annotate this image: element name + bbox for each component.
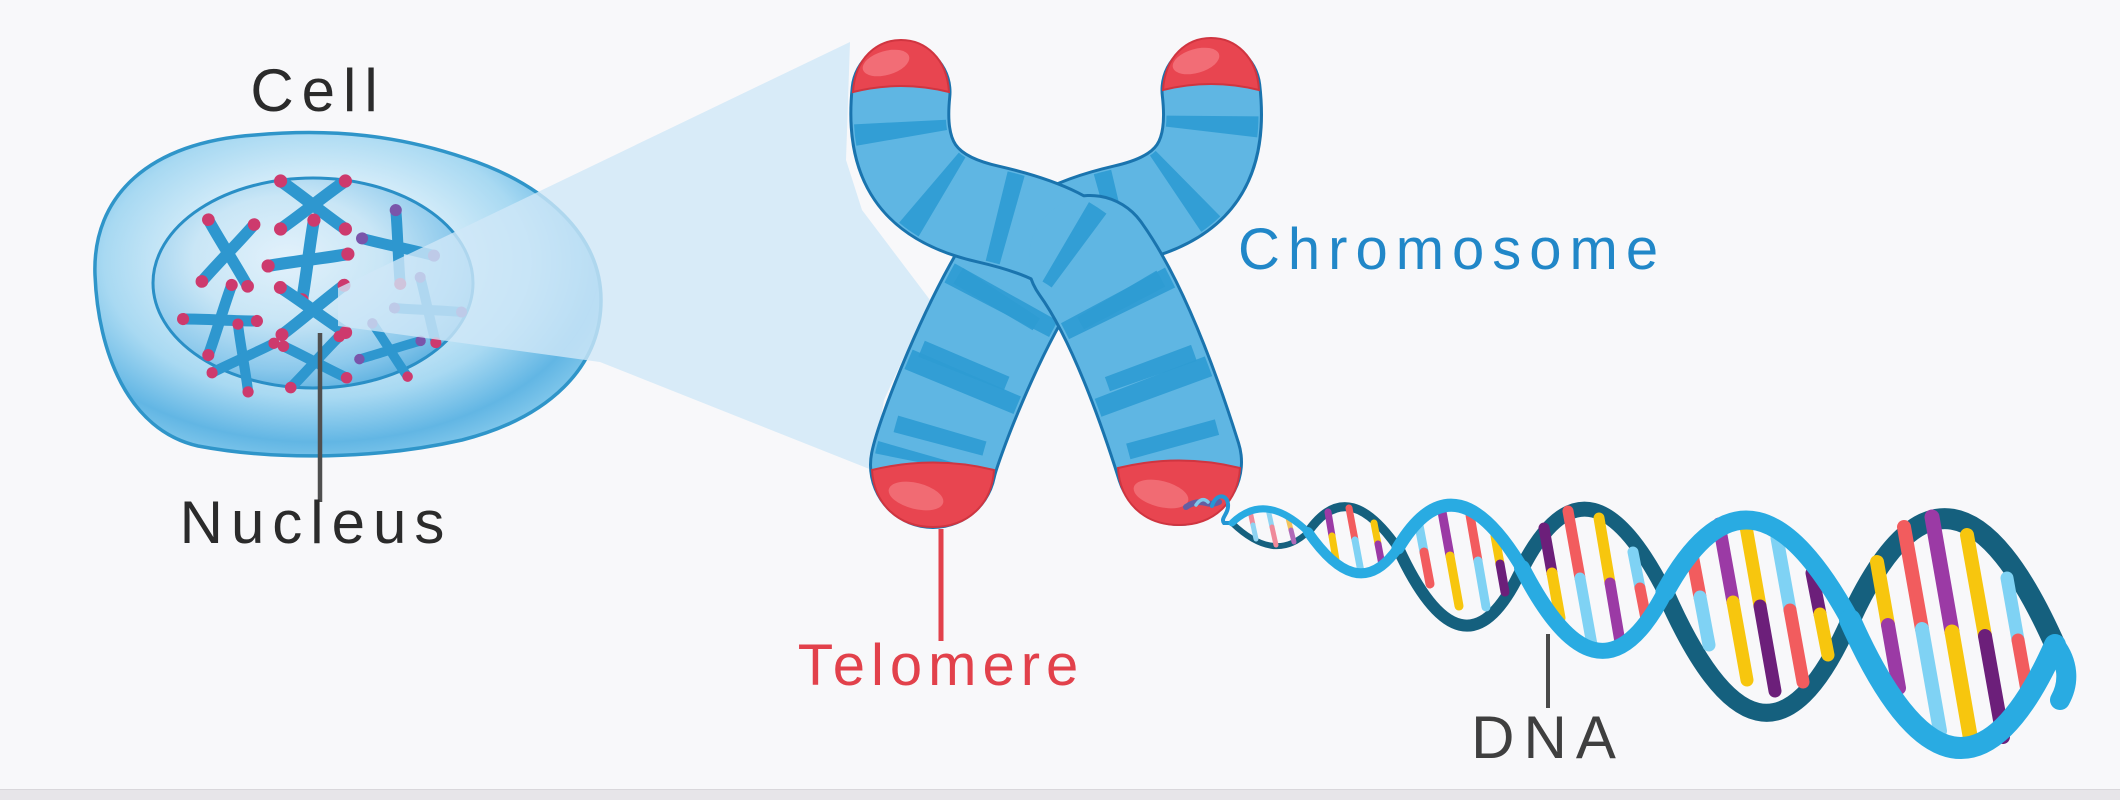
base-pair [1370, 519, 1382, 548]
dna-attachment-mark [1183, 499, 1222, 510]
base-pair [1465, 510, 1483, 566]
chromatid-left-right [849, 41, 1243, 526]
magnification-beam [338, 42, 930, 470]
dna-base-pairs [1247, 501, 2036, 755]
base-pair [1436, 501, 1455, 561]
base-pair [1419, 547, 1435, 589]
base-pair [1738, 514, 1767, 613]
base-pair [1944, 624, 1980, 755]
base-pair [1250, 522, 1259, 542]
base-pair [1593, 512, 1616, 589]
base-pair [1693, 590, 1716, 652]
bottom-strip-fill [0, 790, 2120, 800]
base-pair [1770, 531, 1797, 617]
base-pair [1805, 566, 1827, 621]
base-pair [1345, 504, 1359, 544]
base-pair [1562, 505, 1586, 584]
base-pair [1783, 603, 1810, 689]
bottom-strip [0, 789, 2120, 791]
base-pair [1328, 532, 1340, 564]
base-pair [2000, 571, 2025, 647]
base-pair [1351, 536, 1365, 576]
base-pair [1813, 607, 1835, 662]
base-pair [1897, 520, 1929, 636]
base-pair [1726, 595, 1754, 687]
nucleus-label: Nucleus [179, 489, 453, 556]
base-pair [1473, 556, 1491, 612]
base-pair [1870, 555, 1895, 632]
base-pair [1924, 509, 1960, 640]
base-pair [1269, 524, 1279, 548]
base-pair [1495, 559, 1510, 597]
base-pair [1881, 618, 1906, 695]
base-pair [1627, 546, 1646, 594]
cell-label: Cell [250, 57, 386, 124]
base-pair [1546, 567, 1566, 624]
dna-helix-tail [2045, 635, 2077, 710]
dna-label: DNA [1471, 704, 1625, 771]
base-pair [1538, 522, 1558, 579]
chromosome-label: Chromosome [1238, 217, 1667, 282]
dna-strand-front [1228, 498, 2077, 759]
base-pair [1604, 577, 1627, 654]
dna-unwinding-coil [1194, 494, 1234, 525]
base-pair [1960, 528, 1992, 643]
base-pair [1288, 527, 1297, 545]
base-pair [1574, 572, 1598, 651]
chromosome-illustration [849, 36, 1263, 529]
dna-strand-back [1229, 501, 2066, 722]
dna-helix [1194, 494, 2077, 759]
base-pair [1445, 551, 1464, 611]
telomere-caps [851, 36, 1261, 529]
base-pair [1324, 508, 1336, 540]
base-pair [1753, 599, 1782, 698]
base-pair [1915, 622, 1947, 738]
telomere-label: Telomere [797, 633, 1085, 698]
